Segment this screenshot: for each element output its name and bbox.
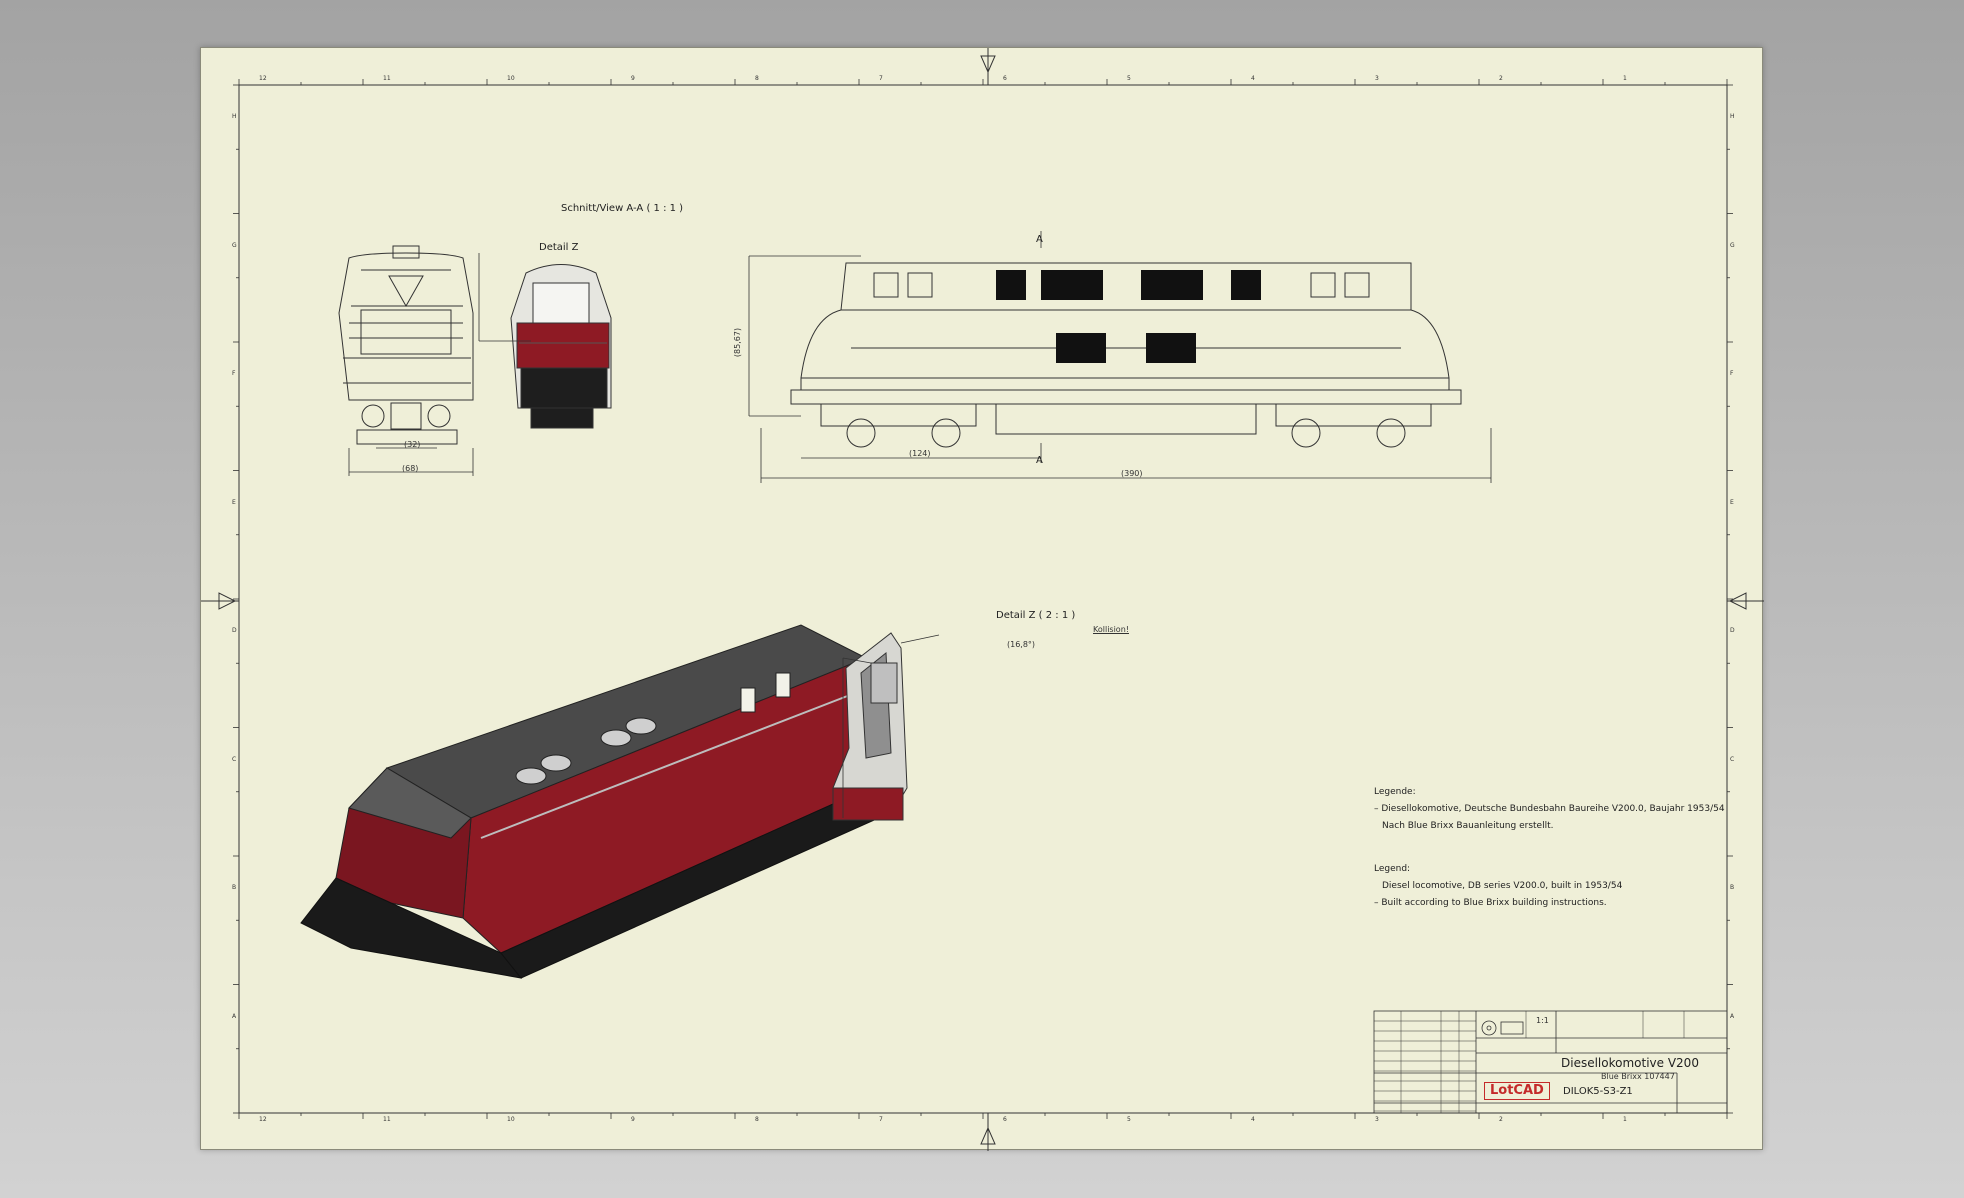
drawing-number: DILOK5-S3-Z1 [1563, 1086, 1633, 1097]
row-letter: D [232, 627, 237, 634]
detail-z-scaled-title: Detail Z ( 2 : 1 ) [996, 610, 1076, 621]
column-number: 10 [507, 1116, 515, 1123]
dim-length: (390) [1121, 469, 1143, 478]
row-letter: B [232, 884, 237, 891]
dim-height: (85,67) [733, 327, 743, 358]
side-view [790, 262, 1462, 448]
dim-side [748, 231, 1492, 483]
legend-en-line1: Diesel locomotive, DB series V200.0, bui… [1382, 881, 1623, 891]
legend-en-line2: – Built according to Blue Brixx building… [1374, 898, 1607, 908]
dim-bogie: (124) [909, 449, 931, 458]
row-letter: H [232, 113, 237, 120]
lotcad-logo: LotCAD [1484, 1082, 1550, 1100]
column-number: 11 [383, 1116, 391, 1123]
row-letter: G [1730, 241, 1735, 249]
column-number: 2 [1499, 75, 1503, 82]
column-number: 9 [631, 75, 635, 82]
column-number: 7 [879, 1116, 883, 1123]
legend-en-heading: Legend: [1374, 864, 1411, 874]
row-letter: F [1730, 370, 1734, 377]
dim-front [348, 447, 474, 476]
grid-ticks [233, 79, 1733, 1119]
title-block-rows [1374, 1011, 1685, 1113]
dim-width-outer: (68) [402, 464, 419, 473]
section-marker-top: A [1036, 234, 1043, 245]
row-letter: C [1730, 755, 1735, 763]
title-block [1373, 1010, 1728, 1114]
legend-de-heading: Legende: [1374, 787, 1416, 797]
title-block-scale: 1:1 [1536, 1016, 1549, 1025]
row-letter: D [1730, 627, 1735, 634]
row-letter: G [232, 241, 237, 249]
legend-de-line2: Nach Blue Brixx Bauanleitung erstellt. [1382, 821, 1554, 831]
column-number: 5 [1127, 1116, 1131, 1123]
detail-z-label: Detail Z [539, 242, 579, 253]
column-number: 12 [259, 75, 267, 82]
section-view-title: Schnitt/View A-A ( 1 : 1 ) [561, 203, 684, 214]
column-number: 4 [1251, 1116, 1255, 1123]
column-number: 1 [1623, 1116, 1627, 1123]
column-number: 5 [1127, 75, 1131, 82]
dim-angle: (16,8°) [1007, 640, 1036, 649]
drawing-sheet: Schnitt/View A-A ( 1 : 1 ) Detail Z A A … [200, 47, 1764, 1151]
row-letter: A [232, 1012, 237, 1020]
column-number: 11 [383, 75, 391, 82]
row-letter: F [232, 370, 236, 377]
column-number: 6 [1003, 1116, 1007, 1123]
legend-de-line1: – Diesellokomotive, Deutsche Bundesbahn … [1374, 804, 1725, 814]
dim-width-inner: (32) [404, 440, 421, 449]
isometric-view [300, 624, 902, 979]
drawing-title: Diesellokomotive V200 [1561, 1056, 1699, 1070]
column-number: 3 [1375, 75, 1379, 82]
column-number: 9 [631, 1116, 635, 1123]
column-number: 10 [507, 75, 515, 82]
column-number: 8 [755, 75, 759, 82]
column-number: 1 [1623, 75, 1627, 82]
row-letter: H [1730, 113, 1735, 120]
column-number: 2 [1499, 1116, 1503, 1123]
detail-z-view [832, 632, 908, 821]
row-letter: B [1730, 884, 1735, 891]
row-letter: A [1730, 1012, 1735, 1020]
legend-german: Legende: – Diesellokomotive, Deutsche Bu… [1374, 784, 1725, 835]
column-number: 12 [259, 1116, 267, 1123]
drawing-subtitle: Blue Brixx 107447 [1601, 1072, 1675, 1081]
column-number: 8 [755, 1116, 759, 1123]
section-view [510, 264, 612, 429]
side-view-grilles [996, 270, 1261, 363]
legend-english: Legend: Diesel locomotive, DB series V20… [1374, 861, 1622, 912]
front-view [338, 245, 474, 445]
row-letter: E [232, 498, 236, 506]
section-marker-bottom: A [1036, 455, 1043, 466]
column-number: 3 [1375, 1116, 1379, 1123]
row-letter: C [232, 755, 237, 763]
detail-z-dims [842, 634, 940, 818]
drawing-canvas [201, 48, 1764, 1151]
column-number: 7 [879, 75, 883, 82]
collision-note: Kollision! [1093, 625, 1129, 634]
column-number: 6 [1003, 75, 1007, 82]
column-number: 4 [1251, 75, 1255, 82]
row-letter: E [1730, 498, 1734, 506]
